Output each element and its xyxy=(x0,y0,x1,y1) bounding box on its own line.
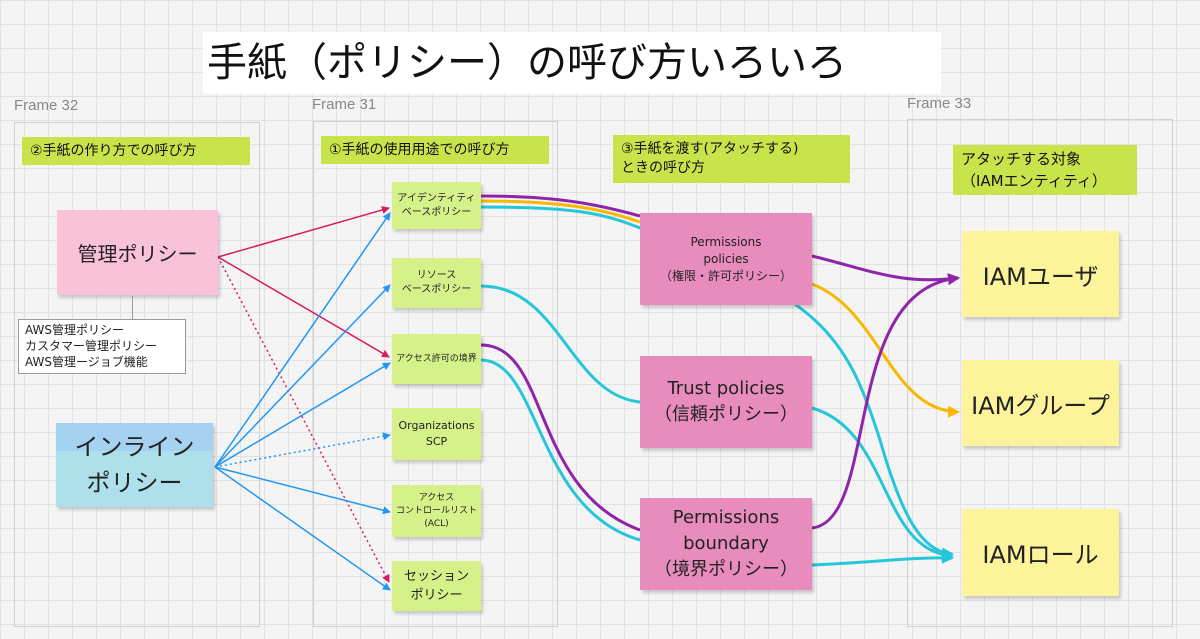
iam-group-note[interactable]: IAMグループ xyxy=(962,360,1119,446)
frame-33-label: Frame 33 xyxy=(907,95,972,112)
scp-line2: SCP xyxy=(425,435,448,448)
header-creation-naming: ②手紙の作り方での呼び方 xyxy=(22,137,250,165)
arrow-boundary-to-role xyxy=(811,551,954,567)
arrow-permissions-to-group xyxy=(811,282,960,418)
header-attach-line2: ときの呼び方 xyxy=(621,160,705,176)
arrow-resource-to-trust xyxy=(480,284,641,404)
trust-line1: Trust policies xyxy=(667,378,785,399)
frame-32-label: Frame 32 xyxy=(14,97,79,114)
iam-group-label: IAMグループ xyxy=(971,391,1110,420)
arrow-inline-to-boundary xyxy=(214,362,391,468)
permissions-policies-note[interactable]: Permissions policies （権限・許可ポリシー） xyxy=(640,213,812,305)
session-line2: ポリシー xyxy=(410,588,463,603)
organizations-scp-note[interactable]: Organizations SCP xyxy=(392,408,481,460)
arrow-managed-to-boundary xyxy=(217,256,390,358)
arrow-inline-to-identity xyxy=(214,212,391,468)
callout-line-1: AWS管理ポリシー xyxy=(25,323,125,337)
iam-role-note[interactable]: IAMロール xyxy=(962,509,1119,596)
managed-policy-note[interactable]: 管理ポリシー xyxy=(57,210,218,295)
arrow-identity-to-permissions-yellow xyxy=(480,199,641,224)
managed-policy-label: 管理ポリシー xyxy=(77,242,198,266)
iam-user-note[interactable]: IAMユーザ xyxy=(962,231,1119,317)
header-target-line1: アタッチする対象 xyxy=(961,150,1082,168)
arrow-managed-to-session xyxy=(217,256,390,583)
trust-line2: （信頼ポリシー） xyxy=(654,404,798,425)
iam-role-label: IAMロール xyxy=(982,541,1099,569)
iam-user-label: IAMユーザ xyxy=(982,262,1099,291)
inline-policy-line2: ポリシー xyxy=(86,469,183,497)
acl-line3: (ACL) xyxy=(424,518,449,529)
arrow-access-to-boundary xyxy=(480,358,641,542)
session-line1: セッション xyxy=(403,569,469,584)
arrow-managed-to-identity xyxy=(217,206,390,258)
access-boundary-label: アクセス許可の境界 xyxy=(396,354,477,364)
callout-pointer xyxy=(132,296,133,319)
frame-31 xyxy=(313,121,558,627)
arrow-identity-to-role xyxy=(480,205,954,560)
identity-based-policy-note[interactable]: アイデンティティ ベースポリシー xyxy=(392,182,481,229)
header-attach-target: アタッチする対象 （IAMエンティティ） xyxy=(953,145,1137,195)
boundary-line1: Permissions xyxy=(672,507,780,528)
resource-line1: リソース xyxy=(416,270,457,281)
resource-based-policy-note[interactable]: リソース ベースポリシー xyxy=(392,258,481,308)
permissions-line3: （権限・許可ポリシー） xyxy=(659,268,792,283)
trust-policies-note[interactable]: Trust policies （信頼ポリシー） xyxy=(640,356,812,448)
inline-policy-note[interactable]: インライン ポリシー xyxy=(56,423,213,507)
resource-line2: ベースポリシー xyxy=(401,284,472,295)
frame-33 xyxy=(907,119,1173,627)
permissions-line1: Permissions xyxy=(690,234,762,249)
inline-policy-line1: インライン xyxy=(74,433,195,461)
arrow-inline-to-session xyxy=(214,466,391,591)
arrow-inline-to-acl xyxy=(214,466,391,515)
arrow-permissions-to-user xyxy=(811,254,960,286)
header-attach-naming: ③手紙を渡す(アタッチする) ときの呼び方 xyxy=(613,135,850,183)
session-policy-note[interactable]: セッション ポリシー xyxy=(392,561,481,611)
frame-32 xyxy=(14,122,260,627)
identity-line1: アイデンティティ xyxy=(397,192,476,204)
permissions-boundary-note[interactable]: Permissions boundary （境界ポリシー） xyxy=(640,498,812,590)
identity-line2: ベースポリシー xyxy=(401,206,472,218)
arrow-boundary-to-user xyxy=(811,273,960,530)
acl-line2: コントロールリスト xyxy=(395,505,477,516)
header-target-line2: （IAMエンティティ） xyxy=(961,172,1107,190)
boundary-line2: boundary xyxy=(683,533,769,554)
page-title: 手紙（ポリシー）の呼び方いろいろ xyxy=(203,32,941,94)
acl-line1: アクセス xyxy=(418,492,455,503)
acl-note[interactable]: アクセス コントロールリスト (ACL) xyxy=(392,485,481,537)
arrow-access-to-boundary-purple xyxy=(480,343,641,532)
boundary-line3: （境界ポリシー） xyxy=(654,559,798,580)
arrow-identity-to-permissions-purple xyxy=(480,194,641,218)
callout-line-2: カスタマー管理ポリシー xyxy=(25,339,158,353)
frame-31-label: Frame 31 xyxy=(312,96,377,113)
header-attach-line1: ③手紙を渡す(アタッチする) xyxy=(621,141,799,157)
scp-line1: Organizations xyxy=(398,419,475,432)
permissions-line2: policies xyxy=(703,251,749,266)
arrow-inline-to-resource xyxy=(214,284,391,468)
managed-policy-callout: AWS管理ポリシー カスタマー管理ポリシー AWS管理ージョブ機能 xyxy=(18,319,186,374)
callout-line-3: AWS管理ージョブ機能 xyxy=(25,355,148,369)
access-boundary-note[interactable]: アクセス許可の境界 xyxy=(392,334,481,384)
arrow-trust-to-role xyxy=(811,406,954,562)
header-usage-naming: ①手紙の使用用途での呼び方 xyxy=(321,136,549,164)
